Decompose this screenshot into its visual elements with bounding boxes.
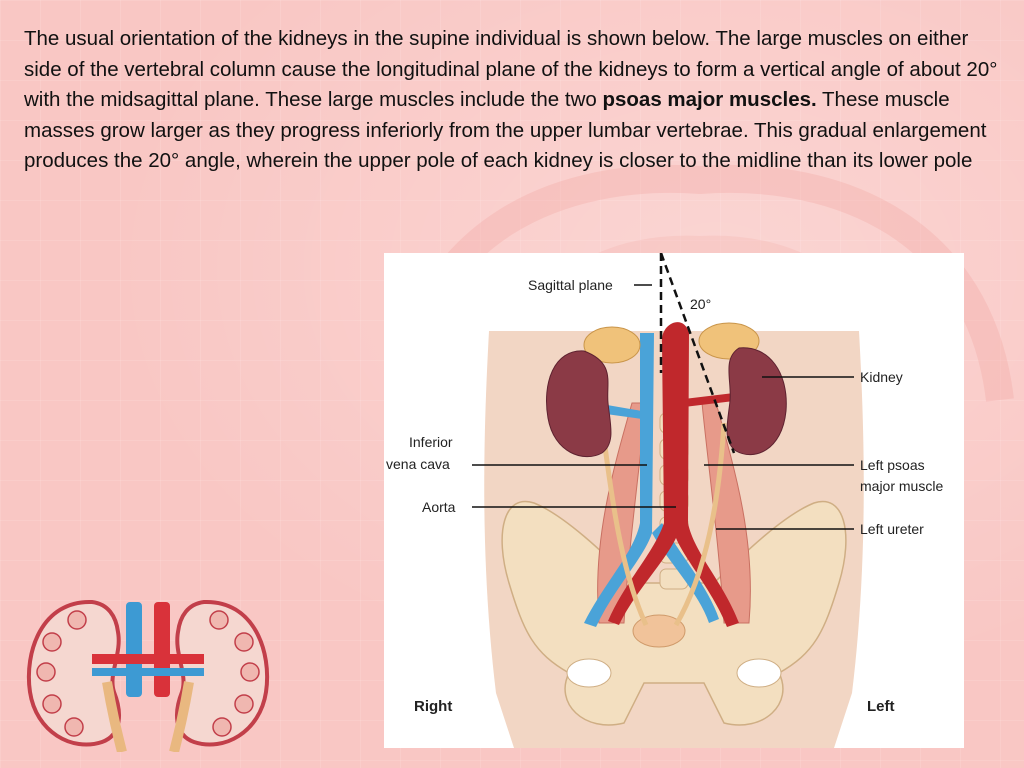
label-psoas-line1: Left psoas bbox=[860, 457, 925, 473]
left-ureter bbox=[673, 422, 727, 627]
label-left-ureter: Left ureter bbox=[860, 521, 924, 537]
right-ureter bbox=[599, 422, 649, 627]
right-adrenal-gland bbox=[583, 326, 641, 364]
inferior-vena-cava bbox=[584, 333, 654, 627]
label-sagittal-plane: Sagittal plane bbox=[528, 277, 613, 293]
obturator-foramen-right bbox=[566, 658, 612, 688]
label-left-side: Left bbox=[867, 698, 895, 715]
kidney-axis-line bbox=[659, 253, 736, 454]
right-kidney bbox=[546, 350, 612, 458]
label-right-side: Right bbox=[414, 698, 452, 715]
label-kidney: Kidney bbox=[860, 369, 903, 385]
kidney-orientation-figure: Sagittal plane 20° Kidney Inferior vena … bbox=[384, 253, 964, 748]
anatomy-illustration: Sagittal plane 20° Kidney Inferior vena … bbox=[386, 253, 943, 748]
paragraph-part2: These muscle masses grow larger as they … bbox=[24, 88, 987, 172]
left-psoas-muscle bbox=[701, 402, 751, 624]
paragraph-bold-term: psoas major muscles. bbox=[602, 88, 817, 111]
kidney-logo-icon bbox=[26, 599, 270, 752]
right-psoas-muscle bbox=[597, 402, 647, 624]
label-psoas-line2: major muscle bbox=[860, 478, 943, 494]
slide-paragraph: The usual orientation of the kidneys in … bbox=[24, 24, 1004, 177]
obturator-foramen-left bbox=[736, 658, 782, 688]
label-ivc-line2: vena cava bbox=[386, 456, 450, 472]
renal-artery-left bbox=[684, 393, 734, 407]
aorta bbox=[608, 322, 739, 627]
label-angle: 20° bbox=[690, 296, 711, 312]
label-ivc-line1: Inferior bbox=[409, 434, 453, 450]
left-kidney bbox=[726, 347, 787, 456]
label-aorta: Aorta bbox=[422, 499, 456, 515]
paragraph-part1: The usual orientation of the kidneys in … bbox=[24, 27, 998, 111]
